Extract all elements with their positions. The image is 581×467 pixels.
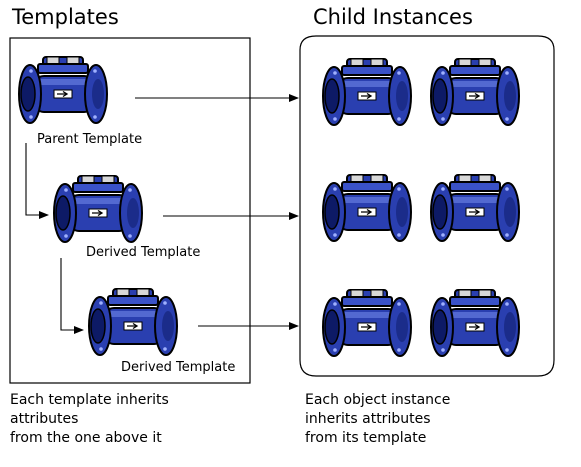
inherit-arrow-2	[60, 258, 84, 334]
inherit-arrow-1	[25, 143, 49, 219]
templates-caption: Each template inherits attributes from t…	[10, 391, 169, 448]
instance-meter-icon	[322, 289, 412, 357]
caption-line: Each template inherits	[10, 392, 169, 408]
caption-line: attributes	[10, 411, 79, 427]
instances-caption: Each object instance inherits attributes…	[305, 391, 450, 448]
instance-meter-icon	[430, 174, 520, 242]
parent-template-meter-icon	[18, 56, 108, 124]
templates-heading: Templates	[12, 5, 119, 29]
instance-meter-icon	[430, 289, 520, 357]
instance-meter-icon	[322, 174, 412, 242]
instance-meter-icon	[322, 58, 412, 126]
derived-template-label: Derived Template	[86, 245, 201, 260]
templates-box	[9, 37, 251, 384]
derived-template-label: Derived Template	[121, 360, 236, 375]
parent-template-label: Parent Template	[37, 132, 143, 147]
caption-line: from its template	[305, 430, 427, 446]
instances-cylinder	[299, 35, 555, 377]
child-instances-heading: Child Instances	[313, 5, 473, 29]
caption-line: inherits attributes	[305, 411, 431, 427]
caption-line: from the one above it	[10, 430, 162, 446]
derived-template-2-meter-icon	[88, 288, 178, 356]
caption-line: Each object instance	[305, 392, 451, 408]
instance-meter-icon	[430, 58, 520, 126]
derived-template-1-meter-icon	[53, 175, 143, 243]
